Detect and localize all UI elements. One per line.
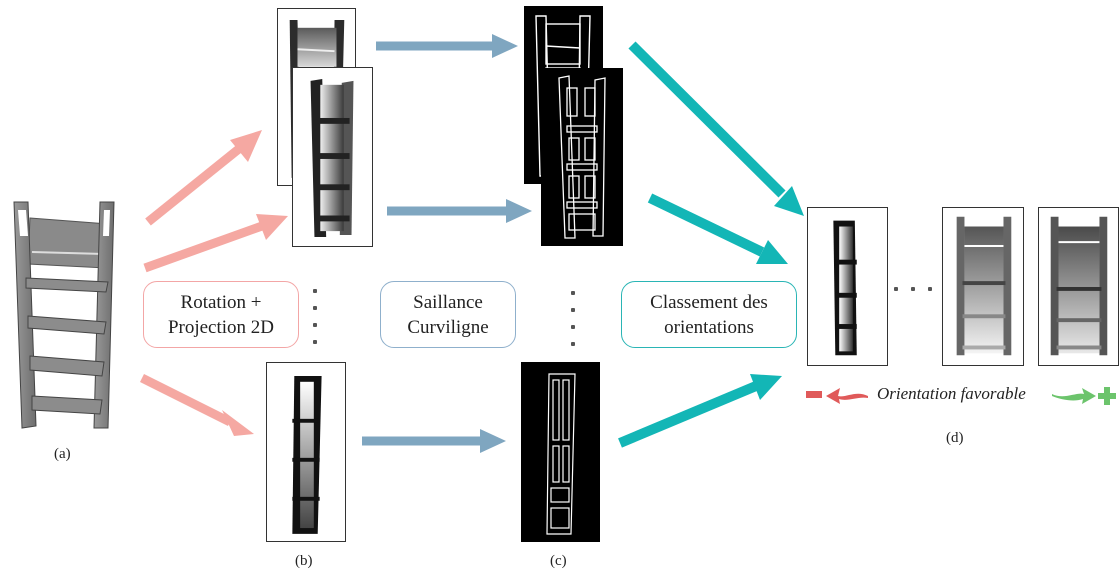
step-saliency-label: Saillance Curviligne — [407, 291, 489, 338]
saliency-map-2 — [541, 68, 623, 246]
ranking-arrow-bottom — [618, 374, 782, 448]
rotation-arrow-middle — [143, 214, 288, 273]
minus-sign-icon — [806, 391, 822, 398]
ranked-image-3 — [1050, 216, 1108, 356]
ranking-arrow-top — [628, 41, 804, 216]
step-rotation-projection: Rotation + Projection 2D — [143, 281, 299, 348]
plus-sign-icon — [1098, 387, 1116, 405]
left-arrow-icon — [826, 388, 868, 404]
caption-d: (d) — [946, 430, 964, 446]
saliency-image-2 — [558, 75, 606, 239]
caption-a: (a) — [54, 446, 71, 462]
caption-b: (b) — [295, 553, 313, 569]
projection-image-2 — [310, 78, 354, 237]
step-orientation-ranking: Classement des orientations — [621, 281, 797, 348]
bookshelf-3d-model — [13, 201, 115, 429]
ranked-image-1 — [833, 220, 857, 356]
saliency-arrow-top — [376, 34, 518, 58]
ranking-arrow-middle — [647, 193, 788, 264]
saliency-arrow-bottom — [362, 429, 506, 453]
step-curvilinear-saliency: Saillance Curviligne — [380, 281, 516, 348]
saliency-image-3 — [546, 373, 576, 535]
projection-view-2 — [292, 67, 373, 247]
rotation-arrow-bottom — [139, 373, 254, 436]
saliency-map-3 — [521, 362, 600, 542]
step-rotation-label: Rotation + Projection 2D — [167, 291, 275, 338]
legend-orientation-label: Orientation favorable — [877, 384, 1026, 403]
projection-view-3 — [266, 362, 346, 542]
saliency-arrow-middle — [387, 199, 532, 223]
ranked-view-2 — [942, 207, 1024, 366]
caption-c: (c) — [550, 553, 567, 569]
ranked-image-2 — [956, 216, 1012, 356]
projection-image-3 — [292, 375, 322, 534]
step-ranking-label: Classement des orientations — [650, 291, 768, 338]
rotation-arrow-top — [145, 130, 262, 226]
ranked-view-1 — [807, 207, 888, 366]
right-arrow-icon — [1052, 388, 1096, 404]
ranked-view-3 — [1038, 207, 1119, 366]
